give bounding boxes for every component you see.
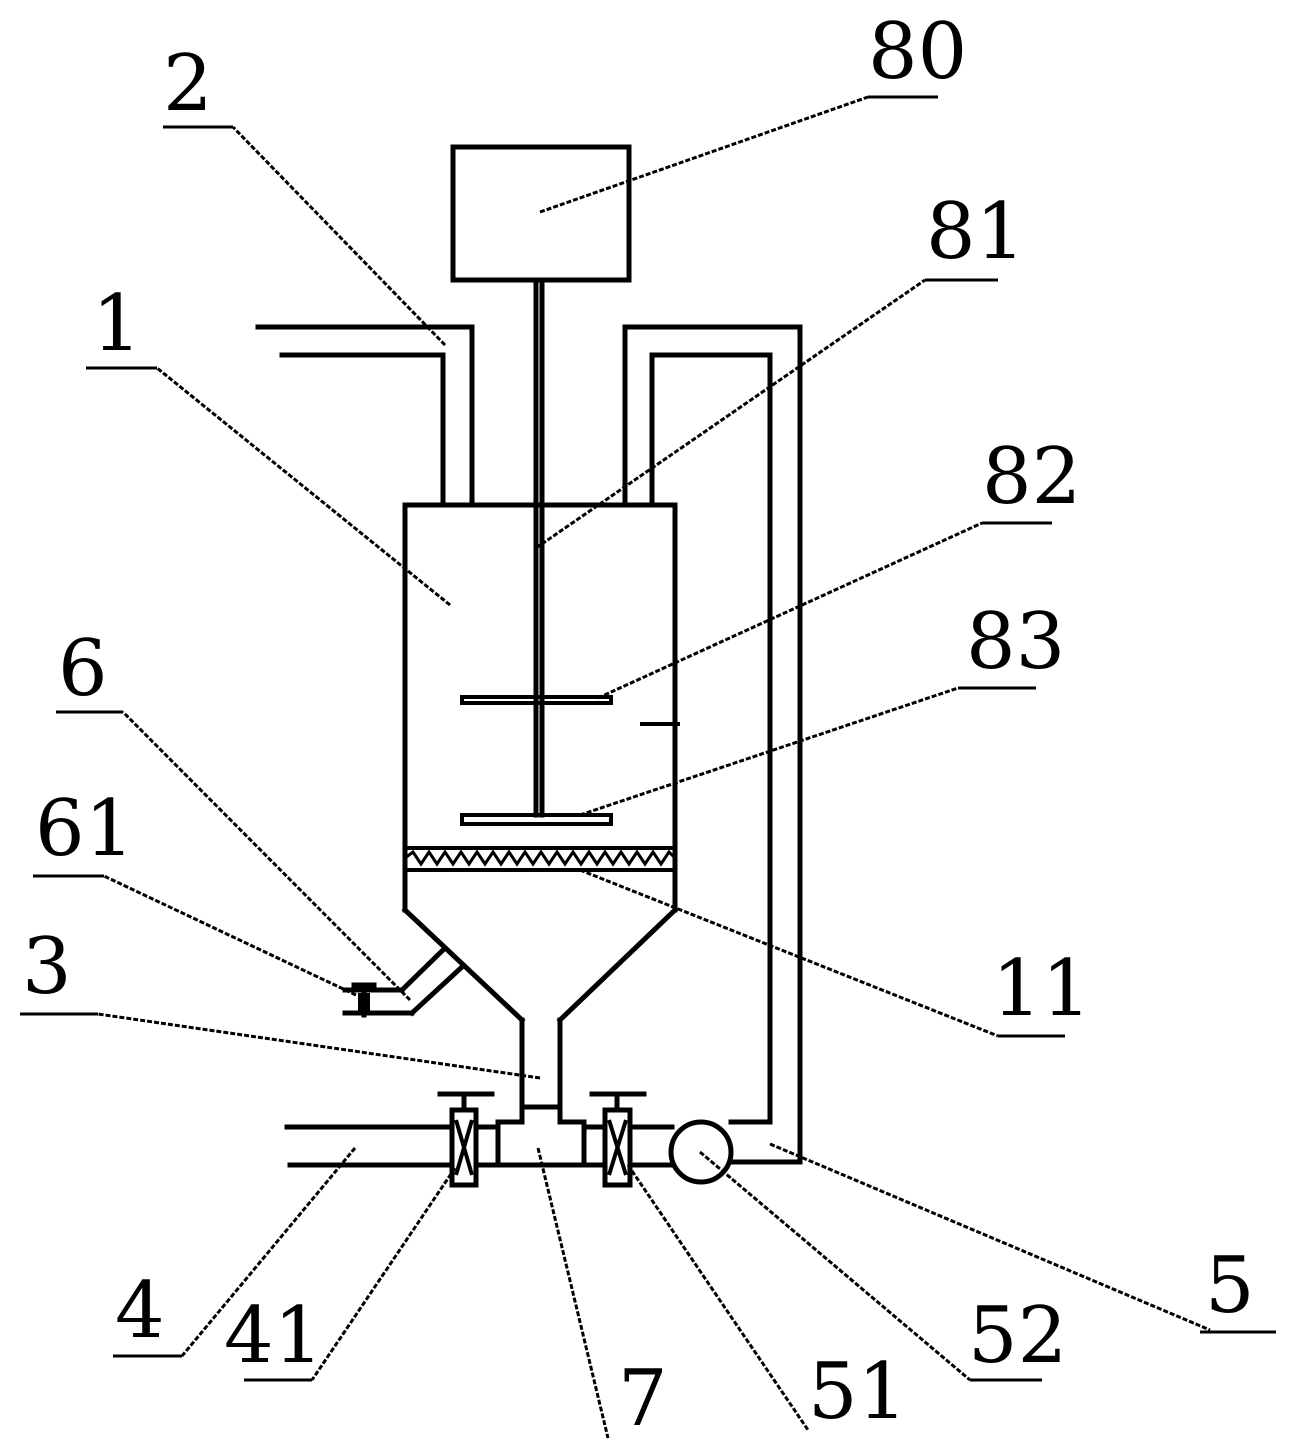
motor-box — [450, 144, 632, 283]
label-6: 6 — [58, 624, 108, 714]
pump-52 — [668, 1119, 734, 1185]
leader-41 — [310, 1167, 457, 1381]
label-11: 11 — [992, 944, 1091, 1034]
filter-plate — [404, 846, 677, 872]
lower-paddle — [460, 813, 613, 826]
leader-11 — [579, 868, 999, 1038]
label-7: 7 — [618, 1354, 668, 1444]
label-52: 52 — [968, 1291, 1067, 1381]
label-61: 61 — [35, 784, 134, 874]
leader-82 — [597, 521, 983, 700]
label-81: 81 — [926, 187, 1025, 277]
leader-81 — [535, 278, 926, 550]
leader-2 — [231, 125, 447, 347]
leader-52 — [699, 1150, 971, 1382]
leader-6 — [121, 710, 412, 1002]
label-82: 82 — [982, 432, 1081, 522]
valve-41 — [437, 1091, 495, 1188]
label-41: 41 — [224, 1291, 323, 1381]
upper-paddle — [460, 695, 613, 705]
label-4: 4 — [115, 1266, 165, 1356]
valve-51 — [589, 1091, 647, 1188]
discharge-pipe — [342, 946, 467, 1017]
leader-3 — [97, 1012, 541, 1080]
label-80: 80 — [868, 7, 967, 97]
leader-4 — [180, 1147, 357, 1357]
bottom-pipe — [284, 1119, 675, 1168]
inlet-pipe — [255, 324, 475, 508]
label-5: 5 — [1205, 1241, 1255, 1331]
leader-61 — [103, 874, 357, 997]
discharge-valve — [351, 982, 377, 1018]
leader-80 — [539, 95, 869, 214]
label-51: 51 — [808, 1347, 907, 1437]
leader-7 — [536, 1147, 610, 1439]
label-2: 2 — [163, 39, 213, 129]
circulation-pipe — [622, 324, 803, 1165]
leader-1 — [156, 366, 451, 607]
leader-51 — [626, 1164, 810, 1431]
leader-83 — [579, 686, 959, 817]
label-1: 1 — [92, 279, 142, 369]
leader-5 — [769, 1142, 1211, 1332]
label-83: 83 — [966, 597, 1065, 687]
label-3: 3 — [22, 922, 72, 1012]
